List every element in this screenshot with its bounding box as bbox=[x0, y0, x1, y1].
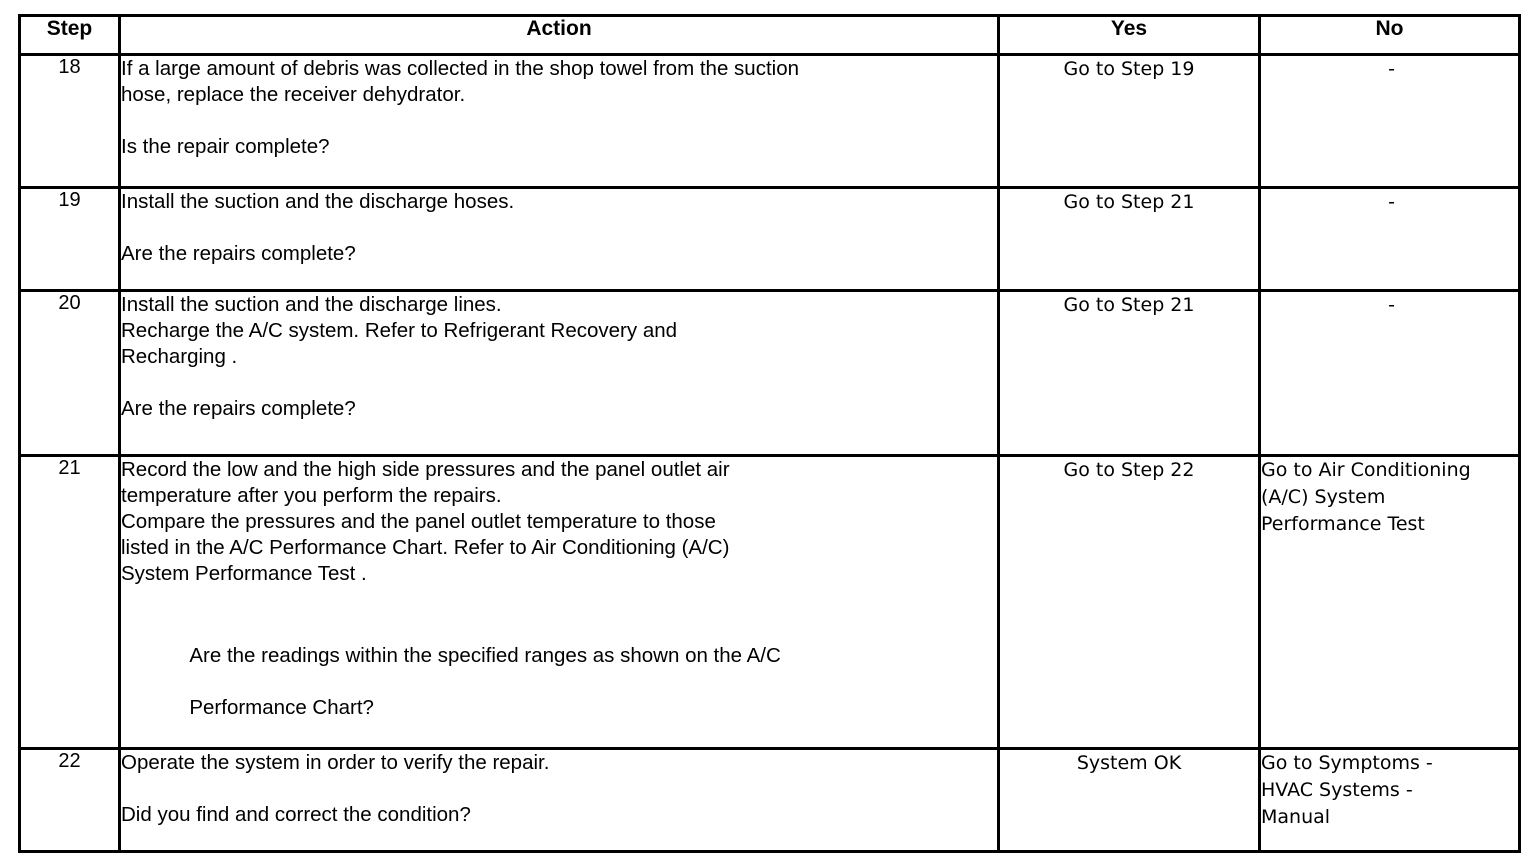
action-instructions: Operate the system in order to verify th… bbox=[121, 750, 997, 776]
no-result-line: Manual bbox=[1261, 806, 1331, 828]
action-instructions: Install the suction and the discharge ho… bbox=[121, 189, 997, 215]
table-body: 18 If a large amount of debris was colle… bbox=[18, 53, 1521, 853]
column-header-yes: Yes bbox=[997, 14, 1261, 56]
action-cell: Install the suction and the discharge li… bbox=[118, 289, 1000, 457]
table-row: 21 Record the low and the high side pres… bbox=[18, 454, 1521, 750]
yes-result: Go to Step 21 bbox=[997, 186, 1261, 292]
no-result-line: Performance Test bbox=[1261, 513, 1425, 535]
action-cell: Install the suction and the discharge ho… bbox=[118, 186, 1000, 292]
table-header: Step Action Yes No bbox=[18, 14, 1521, 56]
table-row: 18 If a large amount of debris was colle… bbox=[18, 53, 1521, 189]
no-result-line: HVAC Systems - bbox=[1261, 779, 1413, 801]
action-question: Are the repairs complete? bbox=[121, 397, 356, 420]
action-line: System Performance Test . bbox=[121, 562, 367, 585]
action-question: Are the readings within the specified ra… bbox=[121, 617, 997, 747]
action-line: Operate the system in order to verify th… bbox=[121, 751, 550, 774]
step-number: 22 bbox=[18, 747, 121, 853]
question-line: Performance Chart? bbox=[189, 696, 374, 719]
step-number: 20 bbox=[18, 289, 121, 457]
question-line: Are the readings within the specified ra… bbox=[189, 644, 781, 667]
column-header-step: Step bbox=[18, 14, 121, 56]
table-row: 22 Operate the system in order to verify… bbox=[18, 747, 1521, 853]
spacer bbox=[121, 108, 997, 134]
action-line: hose, replace the receiver dehydrator. bbox=[121, 83, 466, 106]
column-header-action: Action bbox=[118, 14, 1000, 56]
action-line: Install the suction and the discharge li… bbox=[121, 293, 502, 316]
action-question: Are the repairs complete? bbox=[121, 242, 356, 265]
table-row: 19 Install the suction and the discharge… bbox=[18, 186, 1521, 292]
no-result: - bbox=[1258, 53, 1521, 189]
step-number: 19 bbox=[18, 186, 121, 292]
action-line: Install the suction and the discharge ho… bbox=[121, 190, 515, 213]
spacer bbox=[121, 370, 997, 396]
action-line: Record the low and the high side pressur… bbox=[121, 458, 730, 481]
action-line: Recharging . bbox=[121, 345, 238, 368]
action-line: listed in the A/C Performance Chart. Ref… bbox=[121, 536, 730, 559]
action-line: If a large amount of debris was collecte… bbox=[121, 57, 800, 80]
action-cell: If a large amount of debris was collecte… bbox=[118, 53, 1000, 189]
yes-result: Go to Step 19 bbox=[997, 53, 1261, 189]
no-result: Go to Symptoms - HVAC Systems - Manual bbox=[1258, 747, 1521, 853]
table-row: 20 Install the suction and the discharge… bbox=[18, 289, 1521, 457]
action-cell: Record the low and the high side pressur… bbox=[118, 454, 1000, 750]
spacer bbox=[121, 587, 997, 617]
action-line: Recharge the A/C system. Refer to Refrig… bbox=[121, 319, 678, 342]
yes-result: Go to Step 21 bbox=[997, 289, 1261, 457]
action-instructions: Record the low and the high side pressur… bbox=[121, 457, 997, 587]
header-row: Step Action Yes No bbox=[18, 14, 1521, 56]
action-line: Compare the pressures and the panel outl… bbox=[121, 510, 716, 533]
yes-result: System OK bbox=[997, 747, 1261, 853]
action-question: Did you find and correct the condition? bbox=[121, 803, 471, 826]
no-result-line: (A/C) System bbox=[1261, 486, 1386, 508]
action-cell: Operate the system in order to verify th… bbox=[118, 747, 1000, 853]
no-result: - bbox=[1258, 289, 1521, 457]
step-number: 18 bbox=[18, 53, 121, 189]
no-result: - bbox=[1258, 186, 1521, 292]
action-question: Is the repair complete? bbox=[121, 135, 330, 158]
action-line: temperature after you perform the repair… bbox=[121, 484, 502, 507]
step-number: 21 bbox=[18, 454, 121, 750]
diagnostic-step-table: Step Action Yes No 18 If a large amount … bbox=[18, 14, 1521, 853]
action-instructions: If a large amount of debris was collecte… bbox=[121, 56, 997, 108]
no-result-line: Go to Air Conditioning bbox=[1261, 459, 1471, 481]
spacer bbox=[121, 776, 997, 802]
column-header-no: No bbox=[1258, 14, 1521, 56]
action-instructions: Install the suction and the discharge li… bbox=[121, 292, 997, 370]
no-result-line: Go to Symptoms - bbox=[1261, 752, 1433, 774]
spacer bbox=[121, 215, 997, 241]
no-result: Go to Air Conditioning (A/C) System Perf… bbox=[1258, 454, 1521, 750]
yes-result: Go to Step 22 bbox=[997, 454, 1261, 750]
